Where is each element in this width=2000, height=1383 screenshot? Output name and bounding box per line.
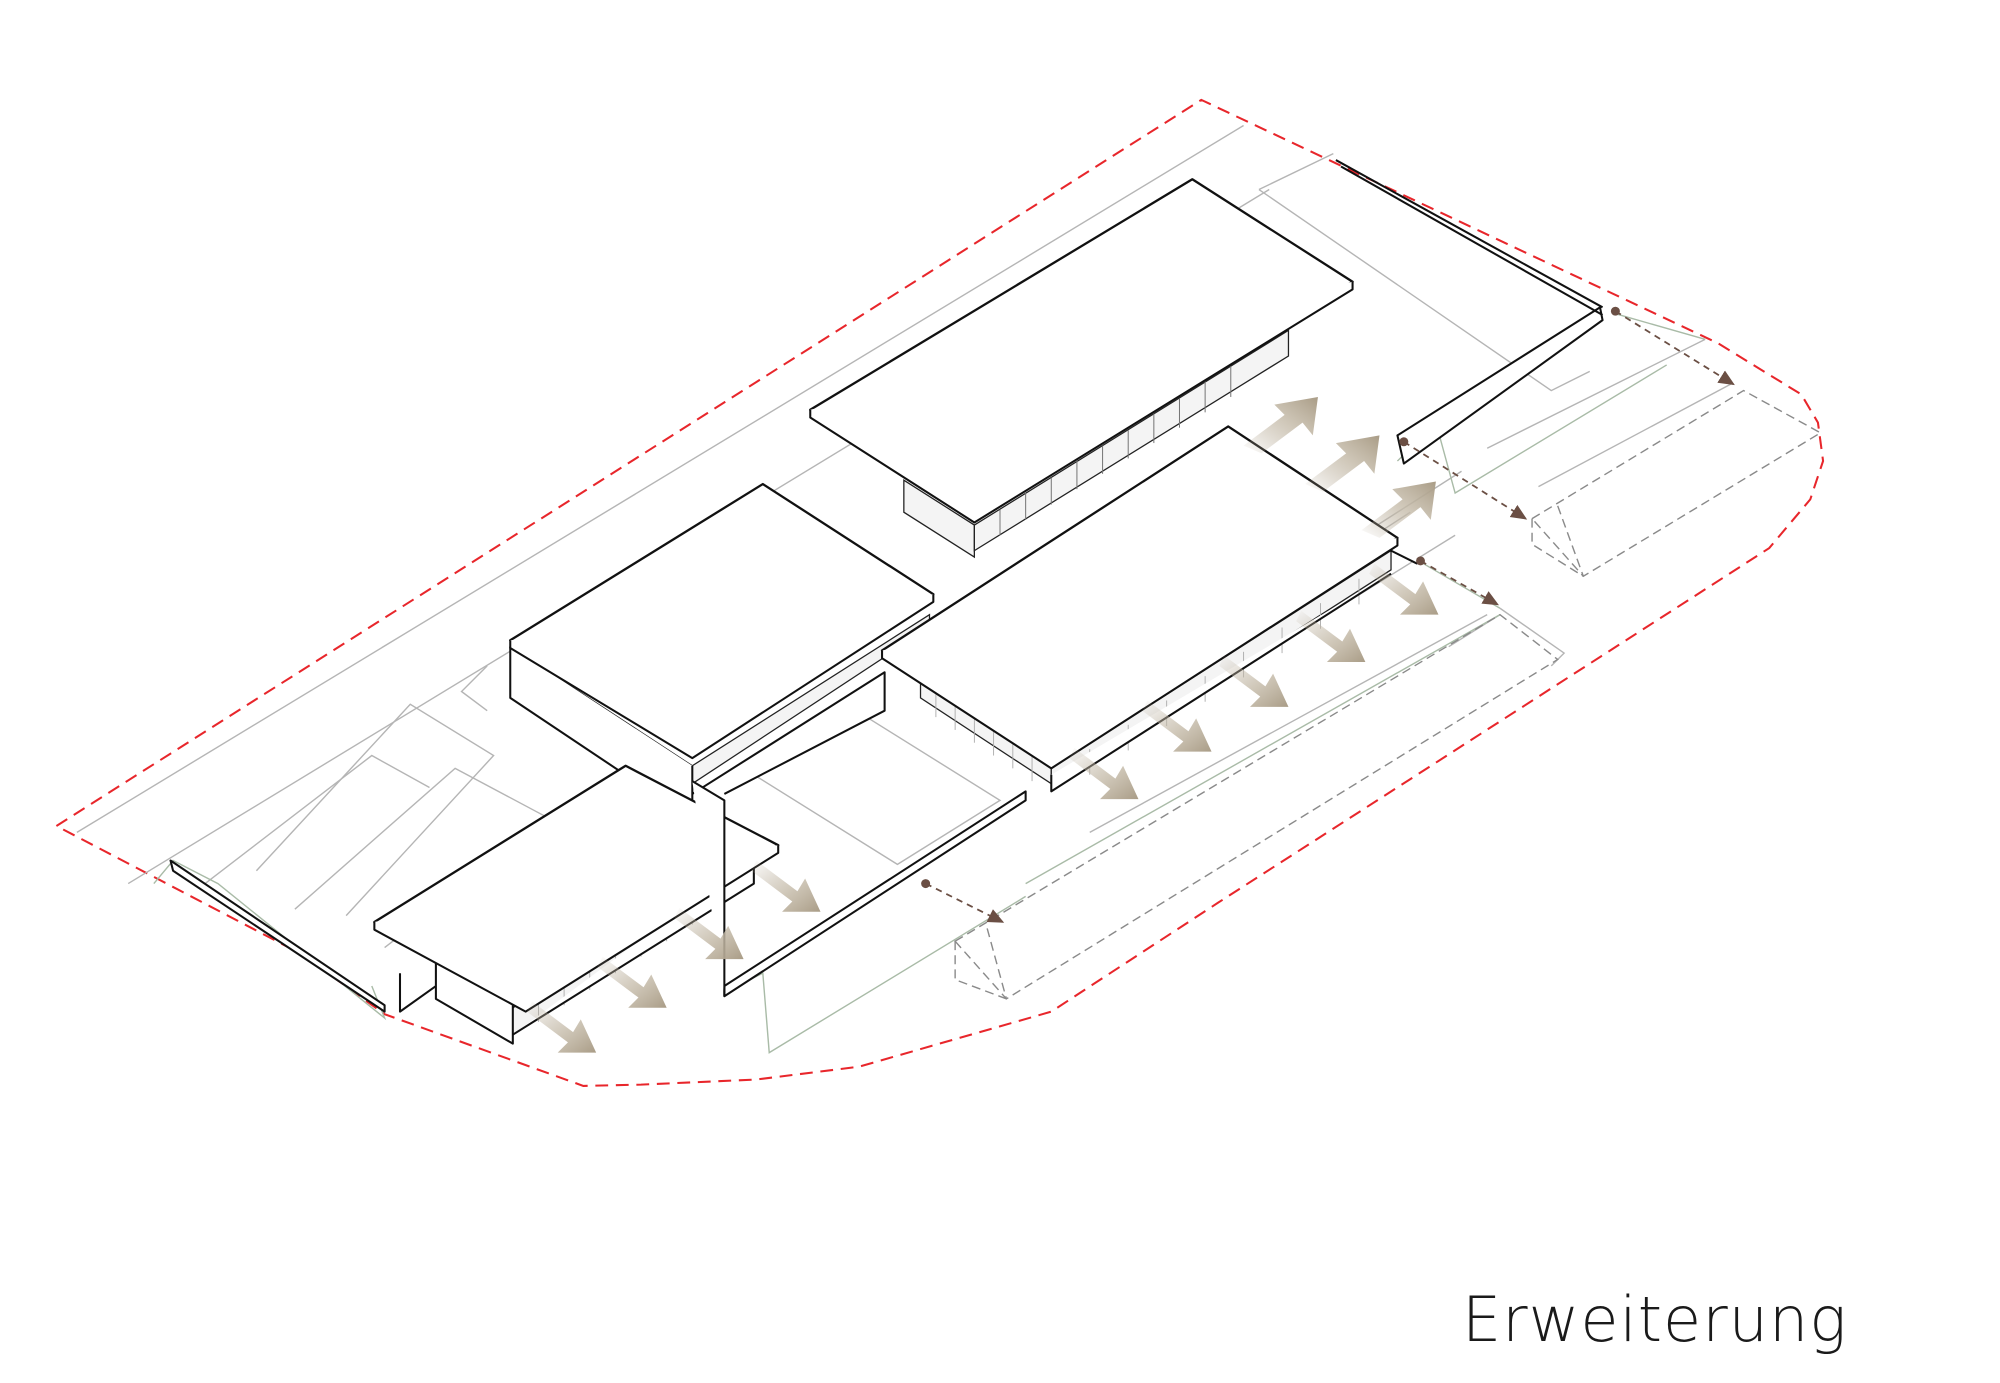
extension-markers (921, 306, 1735, 923)
diagram-caption: Erweiterung (1462, 1283, 1848, 1356)
site-boundary (54, 98, 1825, 1087)
future-extension-volumes (954, 389, 1822, 1000)
building-south-west (373, 764, 780, 1045)
terrace-walls (169, 159, 1604, 1013)
building-central-west (509, 482, 935, 821)
building-north (809, 178, 1354, 559)
context-lines (76, 124, 1732, 949)
